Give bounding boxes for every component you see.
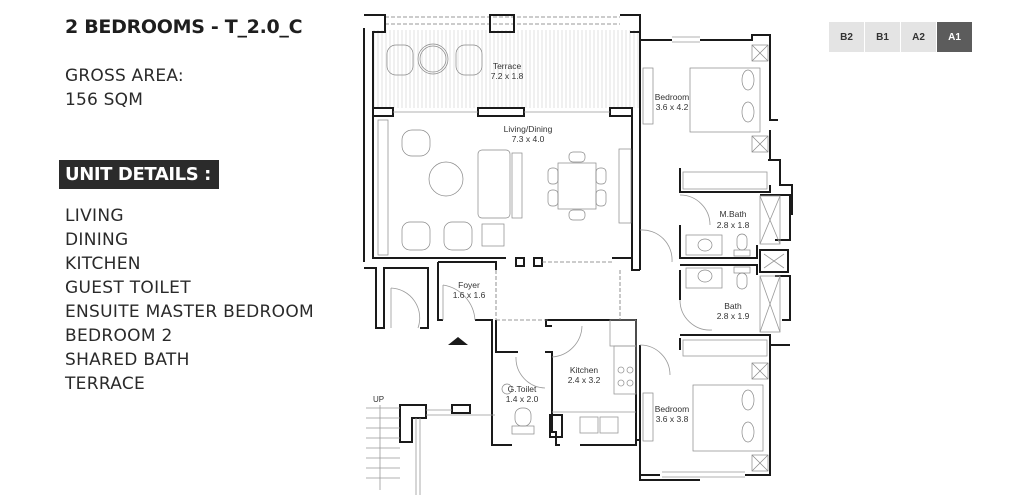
room-size-master-bath: 2.8 x 1.8: [717, 220, 750, 230]
room-size-terrace: 7.2 x 1.8: [491, 71, 524, 81]
room-name-bedroom-1: Bedroom: [655, 92, 690, 102]
detail-item-living: LIVING: [65, 206, 124, 226]
terrace-area: [373, 16, 639, 108]
room-size-living-dining: 7.3 x 4.0: [512, 134, 545, 144]
room-name-master-bath: M.Bath: [720, 209, 747, 219]
walls: [363, 14, 793, 481]
unit-selector: B2 B1 A2 A1: [829, 22, 973, 58]
room-size-foyer: 1.6 x 1.6: [453, 290, 486, 300]
stair-up-label: UP: [373, 395, 384, 404]
unit-details-heading: UNIT DETAILS :: [59, 160, 219, 189]
room-name-guest-toilet: G.Toilet: [508, 384, 537, 394]
room-name-terrace: Terrace: [493, 61, 522, 71]
unit-details-list: LIVING DINING KITCHEN GUEST TOILET ENSUI…: [65, 204, 314, 396]
room-size-kitchen: 2.4 x 3.2: [568, 375, 601, 385]
room-name-bedroom-2: Bedroom: [655, 404, 690, 414]
room-name-bath: Bath: [724, 301, 742, 311]
detail-item-shared-bath: SHARED BATH: [65, 350, 190, 370]
unit-tab-a2[interactable]: A2: [901, 22, 936, 52]
detail-item-guest-toilet: GUEST TOILET: [65, 278, 191, 298]
detail-item-kitchen: KITCHEN: [65, 254, 141, 274]
room-size-bath: 2.8 x 1.9: [717, 311, 750, 321]
room-name-kitchen: Kitchen: [570, 365, 599, 375]
room-labels: Terrace 7.2 x 1.8 Living/Dining 7.3 x 4.…: [453, 61, 750, 424]
room-size-bedroom-2: 3.6 x 3.8: [656, 414, 689, 424]
unit-tab-b2[interactable]: B2: [829, 22, 864, 52]
entry-arrow-icon: [448, 337, 468, 345]
gross-area-label: GROSS AREA:: [65, 66, 184, 86]
detail-item-bedroom-2: BEDROOM 2: [65, 326, 173, 346]
room-name-foyer: Foyer: [458, 280, 480, 290]
detail-item-terrace: TERRACE: [65, 374, 146, 394]
unit-tab-a1[interactable]: A1: [937, 22, 972, 52]
room-size-bedroom-1: 3.6 x 4.2: [656, 102, 689, 112]
furniture: [377, 43, 769, 472]
room-name-living-dining: Living/Dining: [504, 124, 553, 134]
unit-title: 2 BEDROOMS - T_2.0_C: [65, 16, 303, 38]
detail-item-master-bedroom: ENSUITE MASTER BEDROOM: [65, 302, 314, 322]
room-size-guest-toilet: 1.4 x 2.0: [506, 394, 539, 404]
detail-item-dining: DINING: [65, 230, 129, 250]
unit-tab-b1[interactable]: B1: [865, 22, 900, 52]
gross-area-value: 156 SQM: [65, 90, 144, 110]
window-and-door-lines: [366, 36, 785, 495]
